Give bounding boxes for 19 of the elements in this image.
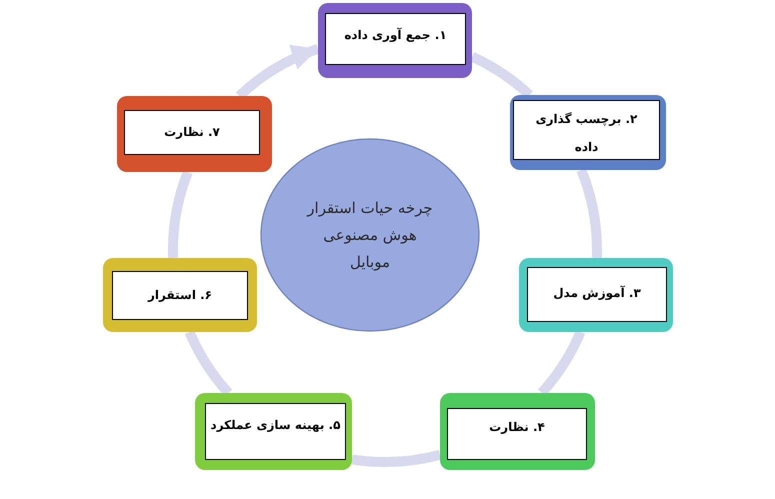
step-box bbox=[440, 393, 595, 470]
center-title: چرخه حیات استقرار هوش مصنوعی موبایل bbox=[306, 198, 434, 273]
center-ellipse bbox=[260, 138, 480, 332]
step-label: ۲. برچسب گذاری داده bbox=[534, 111, 638, 156]
step-label: ۳. آموزش مدل bbox=[553, 284, 641, 302]
cycle-arc bbox=[168, 170, 193, 258]
step-label: ۷. نظارت bbox=[164, 124, 220, 141]
step-box bbox=[318, 3, 472, 78]
step-label: ۴. نظارت bbox=[489, 419, 545, 436]
step-box bbox=[195, 393, 352, 470]
step-box bbox=[510, 95, 666, 170]
step-box bbox=[117, 96, 272, 172]
step-box bbox=[519, 258, 673, 332]
step-label: ۱. جمع آوری داده bbox=[344, 26, 447, 44]
step-label: ۶. استقرار bbox=[148, 287, 212, 304]
cycle-arc bbox=[351, 450, 442, 467]
cycle-arc bbox=[576, 168, 602, 258]
step-box bbox=[103, 258, 257, 332]
step-label: ۵. بهینه سازی عملکرد bbox=[210, 417, 340, 434]
